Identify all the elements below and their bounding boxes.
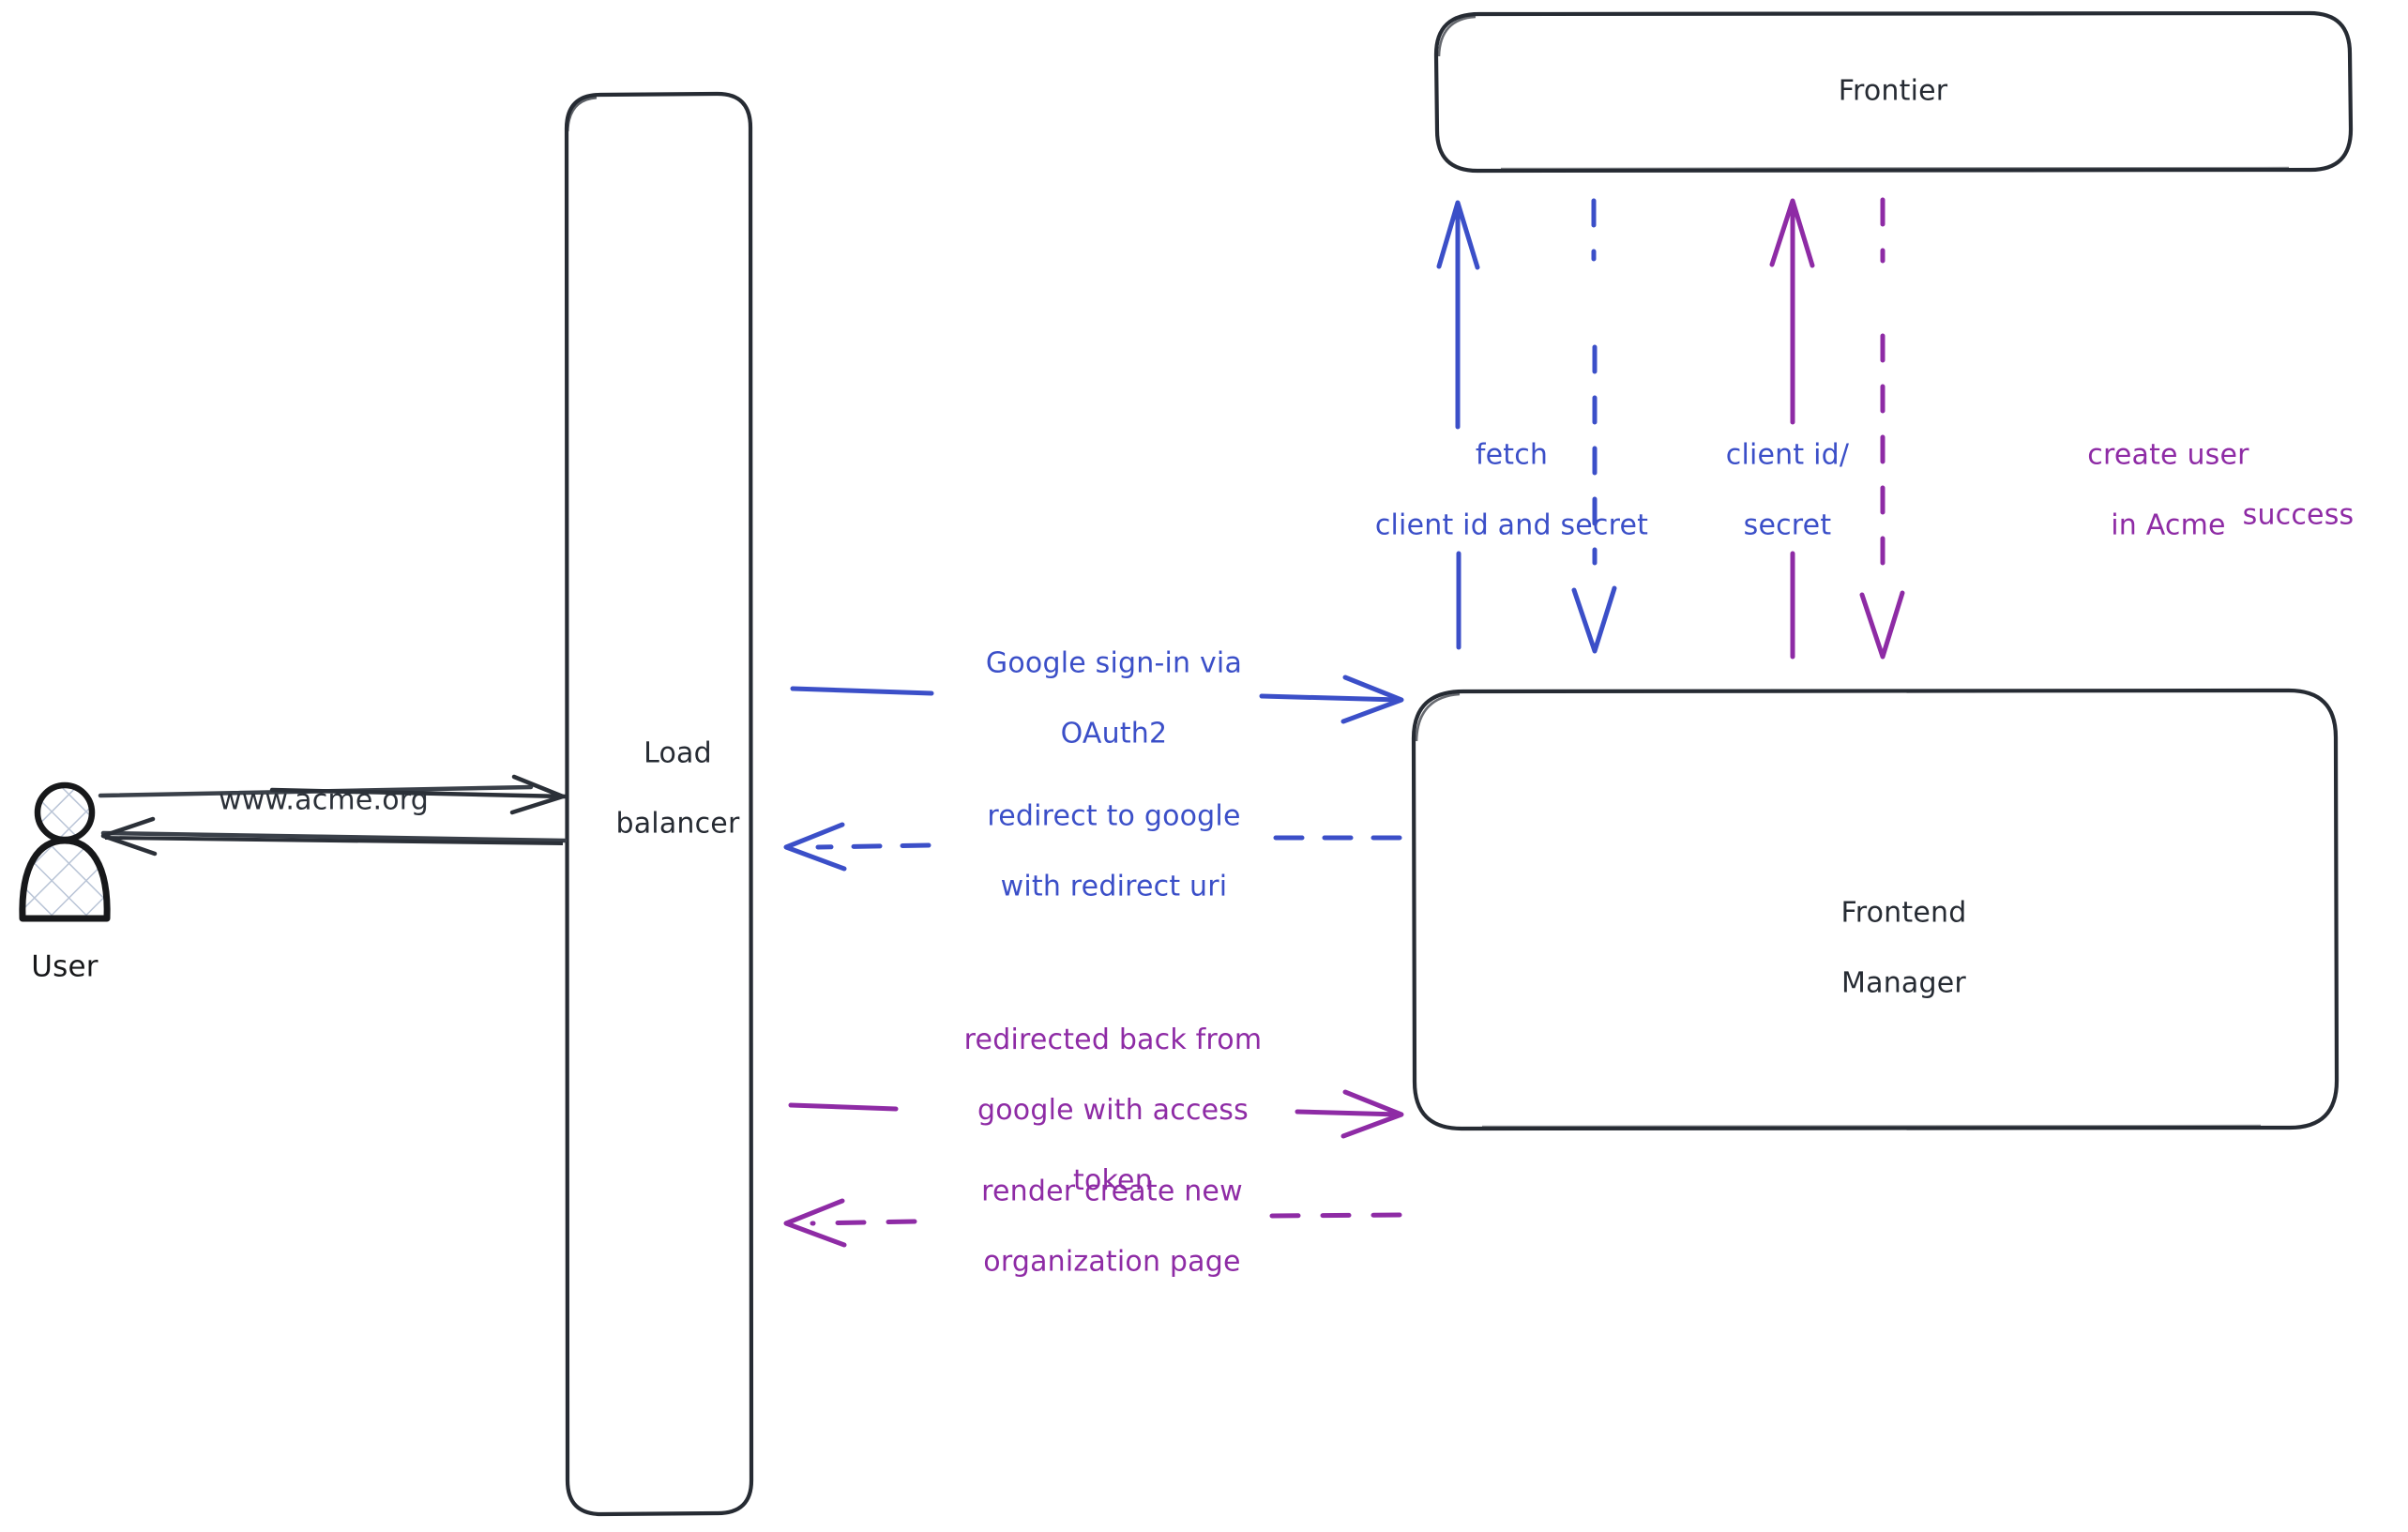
- edge-label-creds-line1: client id/: [1725, 437, 1850, 471]
- node-label-frontend-manager: Frontend Manager: [1805, 859, 1967, 1036]
- edge-user-to-lb: [98, 774, 568, 815]
- node-label-frontier: Frontier: [1838, 74, 1948, 108]
- edge-frontier-to-fm-success: [1859, 197, 1905, 660]
- edge-label-lb-to-fm-token: redirected back from google with access …: [928, 987, 1263, 1234]
- node-frontend-manager-shape[interactable]: [1411, 688, 2340, 1131]
- edge-lb-to-user: [100, 816, 568, 857]
- edge-label-token-line3: token: [1073, 1163, 1153, 1197]
- node-label-load-balancer-line1: Load: [644, 736, 712, 769]
- edge-fm-to-frontier-create-user: [1769, 198, 1815, 660]
- edge-label-signin-line2: OAuth2: [1060, 716, 1168, 750]
- edge-label-token-line2: google with access: [977, 1093, 1249, 1127]
- edge-label-token-line1: redirected back from: [963, 1023, 1263, 1056]
- node-label-load-balancer-line2: balancer: [615, 806, 740, 840]
- node-frontier-shape[interactable]: [1433, 10, 2354, 174]
- edge-label-create-user-line2: in Acme: [2111, 508, 2226, 541]
- edge-label-lb-to-fm-signin: Google sign-in via OAuth2: [949, 610, 1242, 786]
- node-label-frontend-manager-line2: Manager: [1841, 965, 1966, 999]
- edge-label-create-user-line1: create user: [2087, 437, 2249, 471]
- edge-label-redirect-line2: with redirect uri: [1000, 869, 1228, 903]
- edge-label-render-line2: organization page: [983, 1244, 1241, 1278]
- edge-label-render-line1: render create new: [981, 1174, 1243, 1207]
- edge-label-frontier-to-fm-creds: client id/ secret: [1689, 402, 1849, 578]
- edge-label-fetch-line1: fetch: [1475, 437, 1549, 471]
- edge-label-fm-to-lb-render: render create new organization page: [945, 1138, 1243, 1314]
- edge-label-fetch-line2: client id and secret: [1374, 508, 1649, 541]
- edge-label-frontier-to-fm-success: success: [2242, 498, 2355, 532]
- actor-label-user: User: [31, 949, 98, 984]
- node-load-balancer-shape[interactable]: [564, 91, 754, 1517]
- user-actor-icon: [19, 781, 111, 922]
- edge-label-redirect-line1: redirect to google: [987, 798, 1241, 832]
- edge-label-user-to-lb: www.acme.org: [218, 783, 430, 817]
- edge-label-creds-line2: secret: [1743, 508, 1832, 541]
- edge-lb-to-fm-signin: [790, 675, 1404, 724]
- edge-fm-to-frontier-fetch: [1436, 200, 1480, 650]
- edge-lb-to-fm-token: [788, 1089, 1404, 1139]
- edge-fm-to-lb-redirect: [783, 822, 1402, 872]
- edge-frontier-to-fm-creds: [1571, 198, 1617, 654]
- edge-label-fm-to-frontier-fetch: fetch client id and secret: [1339, 402, 1648, 578]
- node-label-load-balancer: Load balancer: [580, 700, 740, 876]
- node-label-frontend-manager-line1: Frontend: [1840, 895, 1967, 929]
- edge-fm-to-lb-render: [783, 1198, 1402, 1248]
- edge-label-fm-to-frontier-create-user: create user in Acme: [2051, 402, 2249, 578]
- edge-label-signin-line1: Google sign-in via: [985, 645, 1243, 679]
- edge-label-fm-to-lb-redirect: redirect to google with redirect uri: [950, 763, 1240, 939]
